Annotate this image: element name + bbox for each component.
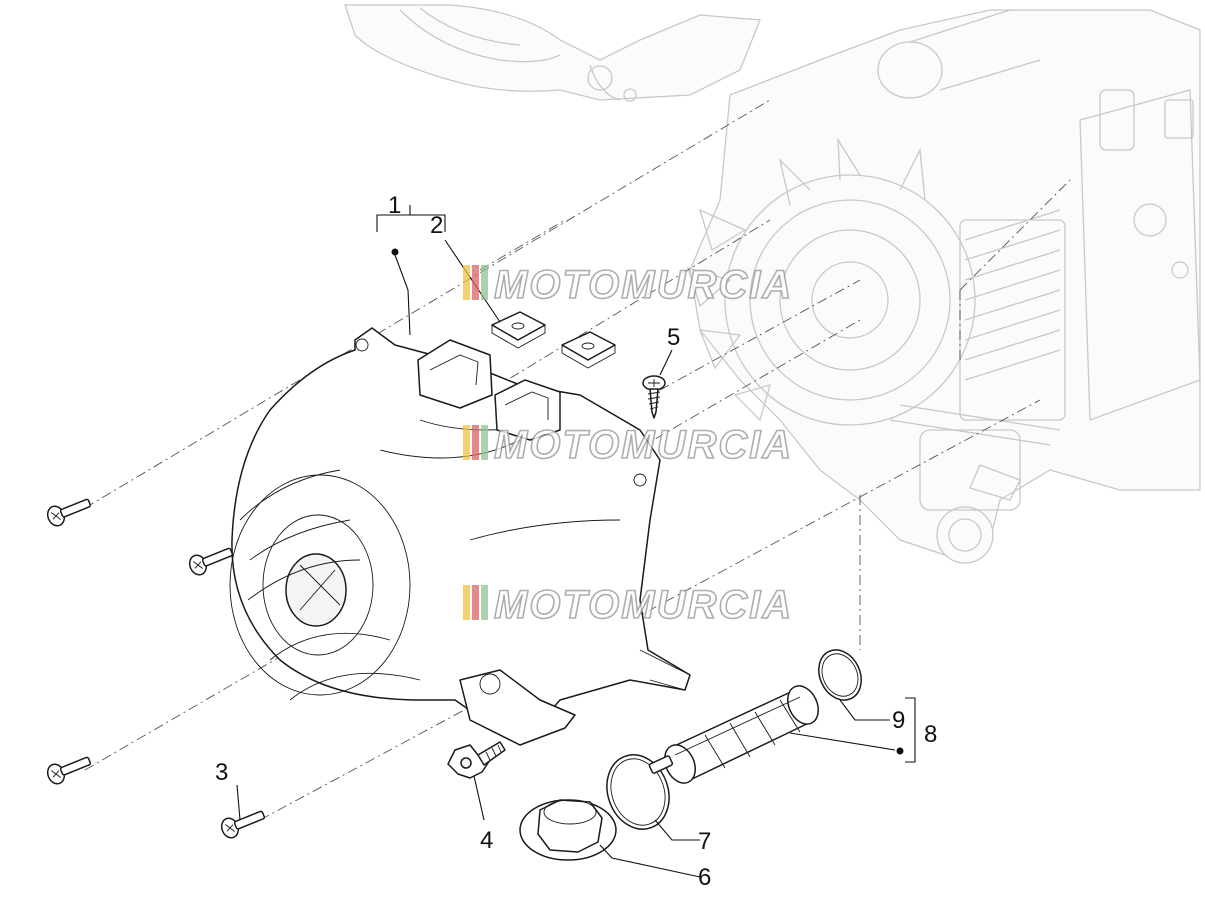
callout-labels: 1 2 3 4 5 6 7 8 9 bbox=[215, 192, 937, 891]
callout-8: 8 bbox=[924, 721, 937, 748]
oil-strainer bbox=[648, 685, 819, 784]
callout-1: 1 bbox=[388, 192, 401, 219]
bullet-dot bbox=[391, 248, 399, 256]
callout-5: 5 bbox=[667, 324, 680, 351]
watermark-text: MOTOMURCIA bbox=[494, 263, 793, 307]
callout-6: 6 bbox=[698, 864, 711, 891]
bullet-dot bbox=[896, 747, 904, 755]
callout-4: 4 bbox=[480, 827, 493, 854]
watermark-text: MOTOMURCIA bbox=[494, 583, 793, 627]
callout-3: 3 bbox=[215, 759, 228, 786]
oil-filler-cap bbox=[519, 799, 617, 861]
watermark-text: MOTOMURCIA bbox=[494, 423, 793, 467]
callout-9: 9 bbox=[892, 707, 905, 734]
watermark-2: MOTOMURCIA bbox=[463, 422, 793, 468]
flywheel-cover bbox=[229, 327, 691, 746]
callout-7: 7 bbox=[698, 828, 711, 855]
self-tapping-screw bbox=[642, 375, 666, 419]
engine-background bbox=[344, 4, 1201, 564]
o-ring-small bbox=[818, 649, 862, 701]
callout-2: 2 bbox=[430, 212, 443, 239]
watermark-1: MOTOMURCIA bbox=[463, 262, 793, 308]
watermark-3: MOTOMURCIA bbox=[463, 582, 793, 628]
speed-nut-clips bbox=[491, 311, 616, 369]
cover-screws bbox=[46, 498, 266, 839]
knob-screw bbox=[447, 741, 506, 779]
